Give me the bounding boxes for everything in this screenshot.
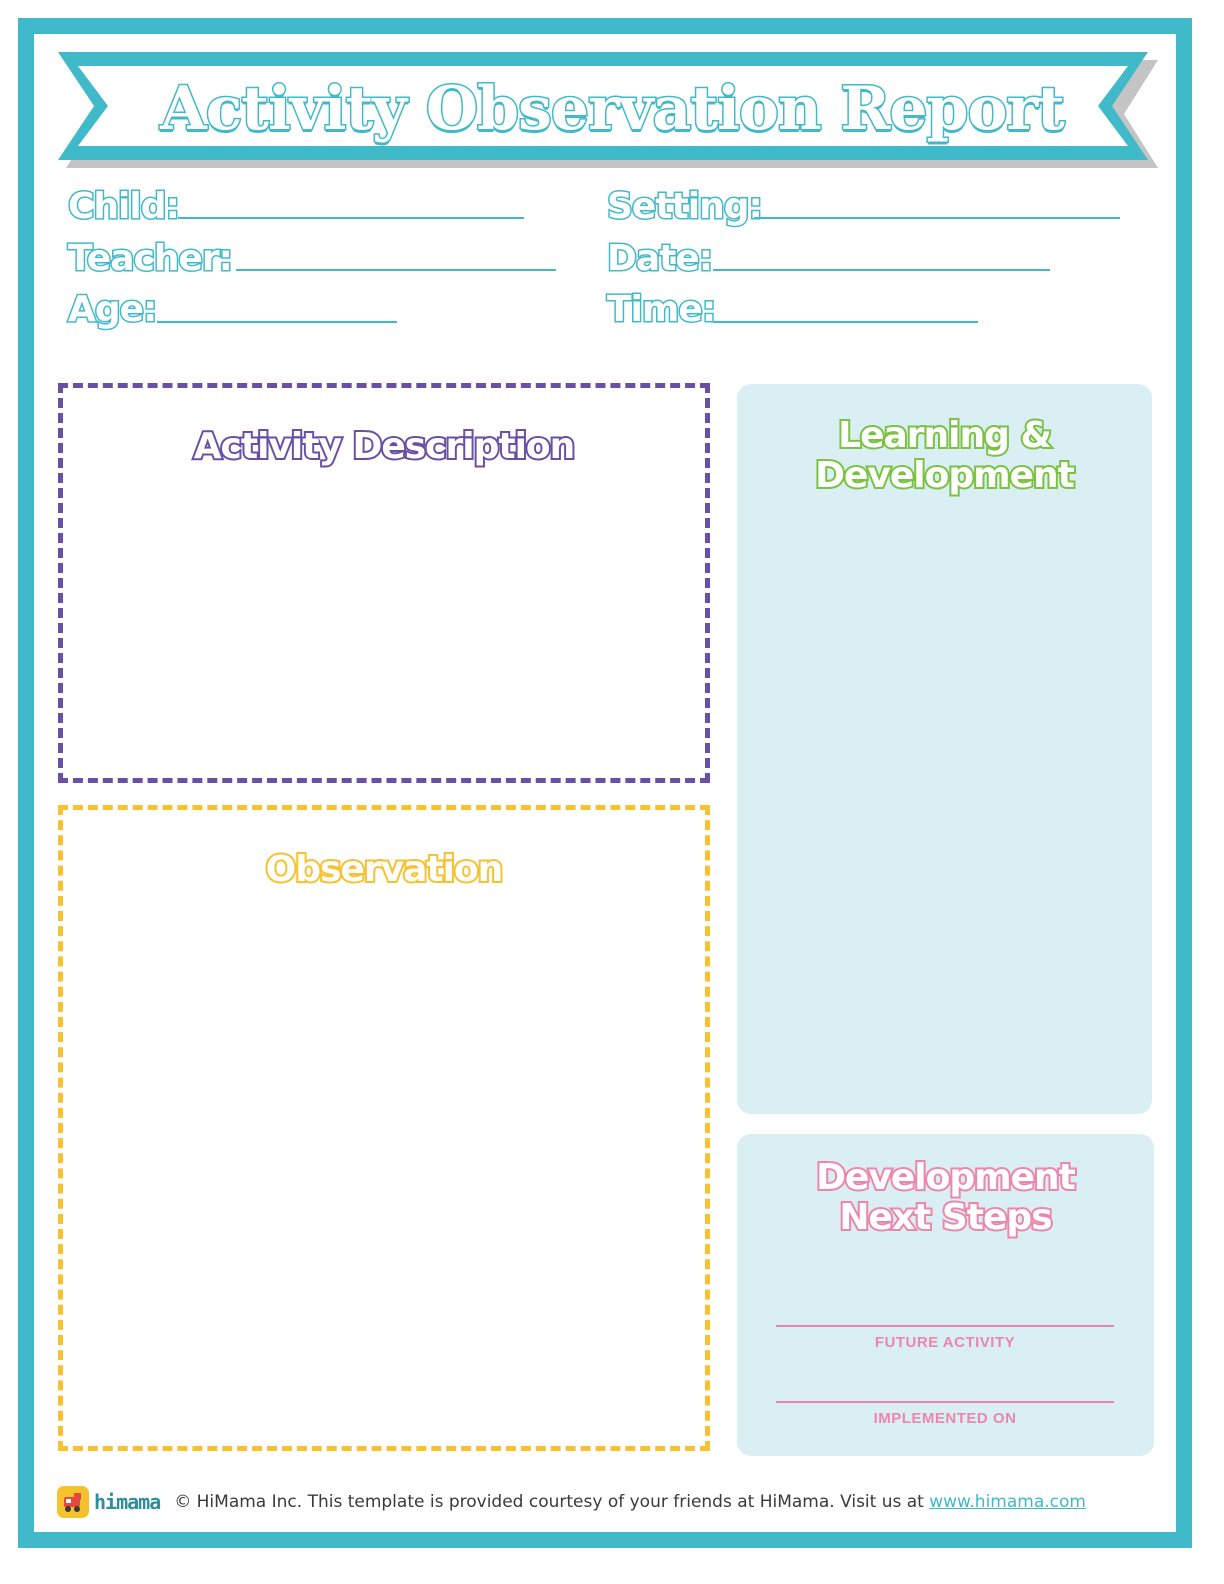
implemented-on-line[interactable] (776, 1401, 1114, 1403)
himama-link[interactable]: www.himama.com (929, 1492, 1086, 1512)
age-field: Age: (66, 288, 158, 331)
footer-copyright: © HiMama Inc. This template is provided … (174, 1492, 1086, 1512)
time-label: Time: (605, 288, 717, 331)
teacher-label: Teacher: (66, 237, 234, 280)
future-activity-line[interactable] (776, 1325, 1114, 1327)
child-label: Child: (67, 185, 182, 228)
next-title-line2: Next Steps (837, 1196, 1054, 1240)
child-field: Child: (67, 185, 182, 228)
time-field: Time: (605, 288, 717, 331)
himama-logo-icon (57, 1486, 89, 1518)
observation-box[interactable] (58, 805, 710, 1451)
teacher-input-line[interactable] (236, 269, 556, 271)
title-banner (58, 52, 1158, 168)
child-input-line[interactable] (178, 217, 524, 219)
observation-title: Observation (264, 848, 506, 892)
learning-development-title: Learning & Development (737, 414, 1152, 498)
time-input-line[interactable] (713, 321, 978, 323)
page-border (18, 18, 1192, 1548)
future-activity-label: FUTURE ACTIVITY (874, 1334, 1016, 1351)
date-input-line[interactable] (713, 269, 1050, 271)
footer-copyright-text: © HiMama Inc. This template is provided … (174, 1492, 924, 1512)
setting-field: Setting: (606, 185, 765, 228)
footer: himama © HiMama Inc. This template is pr… (57, 1486, 1086, 1518)
learning-development-panel[interactable] (737, 384, 1152, 1114)
age-label: Age: (66, 288, 158, 331)
himama-logo-text: himama (94, 1490, 161, 1514)
setting-label: Setting: (606, 185, 765, 228)
date-field: Date: (605, 237, 714, 280)
learning-title-line1: Learning & (836, 414, 1054, 458)
setting-input-line[interactable] (754, 217, 1120, 219)
age-input-line[interactable] (157, 321, 397, 323)
page-title: Activity Observation Report (159, 73, 1067, 146)
banner-inner (78, 66, 1128, 146)
next-steps-title: Development Next Steps (737, 1156, 1154, 1240)
learning-title-line2: Development (813, 454, 1077, 498)
activity-description-box[interactable] (58, 383, 710, 783)
next-title-line1: Development (814, 1156, 1078, 1200)
activity-description-title: Activity Description (192, 425, 578, 469)
date-label: Date: (605, 237, 714, 280)
teacher-field: Teacher: (66, 237, 234, 280)
implemented-on-label: IMPLEMENTED ON (873, 1410, 1017, 1427)
